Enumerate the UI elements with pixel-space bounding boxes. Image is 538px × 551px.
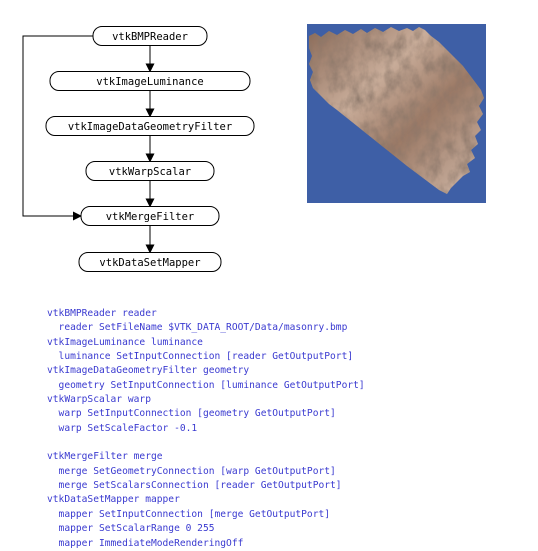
node-reader: vtkBMPReader [92,26,208,46]
node-warp: vtkWarpScalar [85,161,215,181]
node-merge: vtkMergeFilter [80,206,220,226]
code-blank-line [47,436,365,450]
node-label: vtkBMPReader [112,31,188,43]
node-label: vtkImageLuminance [96,76,203,88]
tcl-code-listing: vtkBMPReader reader reader SetFileName $… [47,307,365,551]
code-line: mapper ImmediateModeRenderingOff [47,537,244,549]
warped-surface-render [307,24,486,203]
code-line: merge SetScalarsConnection [reader GetOu… [47,480,342,492]
node-box [78,252,222,272]
code-line: luminance SetInputConnection [reader Get… [47,351,354,363]
node-label: vtkDataSetMapper [99,257,200,269]
edge-reader-to-merge [22,35,93,221]
code-line: merge SetGeometryConnection [warp GetOut… [47,465,336,477]
code-line: vtkImageLuminance luminance [47,336,203,348]
code-line: warp SetInputConnection [geometry GetOut… [47,408,336,420]
node-label: vtkMergeFilter [106,211,195,223]
render-image [307,24,486,203]
node-box [85,161,215,181]
code-line: vtkMergeFilter merge [47,451,163,463]
code-line: reader SetFileName $VTK_DATA_ROOT/Data/m… [47,322,348,334]
code-line: mapper SetScalarRange 0 255 [47,523,215,535]
node-luminance: vtkImageLuminance [49,71,251,91]
node-label: vtkImageDataGeometryFilter [68,121,232,133]
code-line: vtkDataSetMapper mapper [47,494,180,506]
node-box [92,26,208,46]
code-line: vtkImageDataGeometryFilter geometry [47,365,250,377]
code-line: vtkBMPReader reader [47,308,157,319]
node-box [80,206,220,226]
node-mapper: vtkDataSetMapper [78,252,222,272]
node-geometry: vtkImageDataGeometryFilter [45,116,255,136]
node-box [49,71,251,91]
node-box [45,116,255,136]
code-line: vtkWarpScalar warp [47,394,151,406]
code-line: warp SetScaleFactor -0.1 [47,422,198,434]
warped-surface [309,27,484,194]
code-line: mapper SetInputConnection [merge GetOutp… [47,508,331,520]
code-line: geometry SetInputConnection [luminance G… [47,379,365,391]
pipeline-diagram: vtkBMPReader vtkImageLuminance vtkImageDat… [22,26,255,272]
node-label: vtkWarpScalar [109,166,191,178]
